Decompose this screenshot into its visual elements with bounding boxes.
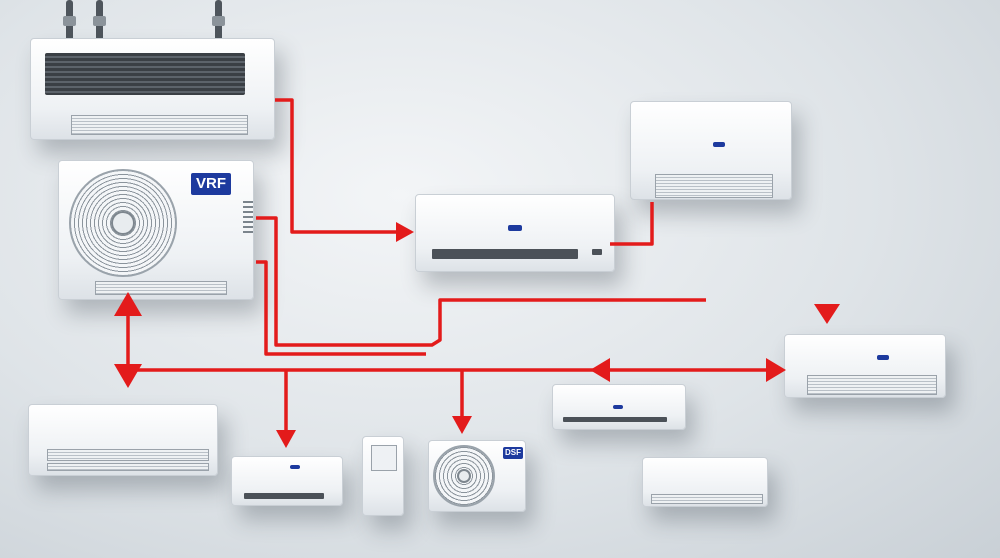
flow-arrow [114, 292, 142, 316]
pipe-line [256, 260, 426, 356]
vrf-logo: VRF [191, 173, 231, 195]
wall-indoor-unit-large [28, 404, 218, 476]
air-outlet-lower [47, 463, 209, 471]
cassette-louver [71, 115, 248, 135]
flow-arrow [396, 222, 414, 242]
wall-indoor-unit-mid [552, 384, 686, 430]
pipe-fitting [212, 16, 225, 26]
wall-controller [362, 436, 404, 516]
flow-arrow [452, 416, 472, 434]
display-panel [592, 249, 602, 255]
cassette-grille [45, 53, 245, 95]
brand-logo [877, 355, 889, 360]
pipe-line [610, 202, 654, 246]
side-grille [243, 201, 253, 235]
ceiling-cassette-unit-small [630, 101, 792, 200]
air-outlet [651, 494, 763, 504]
fan-hub [457, 469, 471, 483]
small-outdoor-logo: DSF [503, 447, 523, 459]
air-outlet [432, 249, 578, 259]
cassette-louver [655, 174, 773, 198]
brand-logo [290, 465, 300, 469]
flow-arrow [766, 358, 786, 382]
brand-logo [713, 142, 725, 147]
flow-arrow [814, 304, 840, 324]
pipe-line [256, 216, 706, 347]
brand-logo [508, 225, 522, 231]
controller-screen [371, 445, 397, 471]
air-outlet [47, 449, 209, 461]
ceiling-cassette-unit-right [784, 334, 946, 398]
fan-hub [111, 211, 135, 235]
brand-logo [613, 405, 623, 409]
cassette-louver [807, 375, 937, 395]
flow-arrow [276, 430, 296, 448]
vrf-outdoor-unit: VRF [58, 160, 254, 300]
air-outlet [244, 493, 324, 499]
ceiling-cassette-unit [30, 38, 275, 140]
small-outdoor-unit: DSF [428, 440, 526, 512]
wall-indoor-unit-bottom-right [642, 457, 768, 507]
pipe-fitting [93, 16, 106, 26]
flow-arrow [590, 358, 610, 382]
wall-indoor-unit-center [415, 194, 615, 272]
base-vent [95, 281, 227, 295]
pipe-line [275, 98, 405, 234]
flow-arrow [114, 364, 142, 388]
pipe-fitting [63, 16, 76, 26]
wall-indoor-unit-small [231, 456, 343, 506]
air-outlet [563, 417, 667, 422]
